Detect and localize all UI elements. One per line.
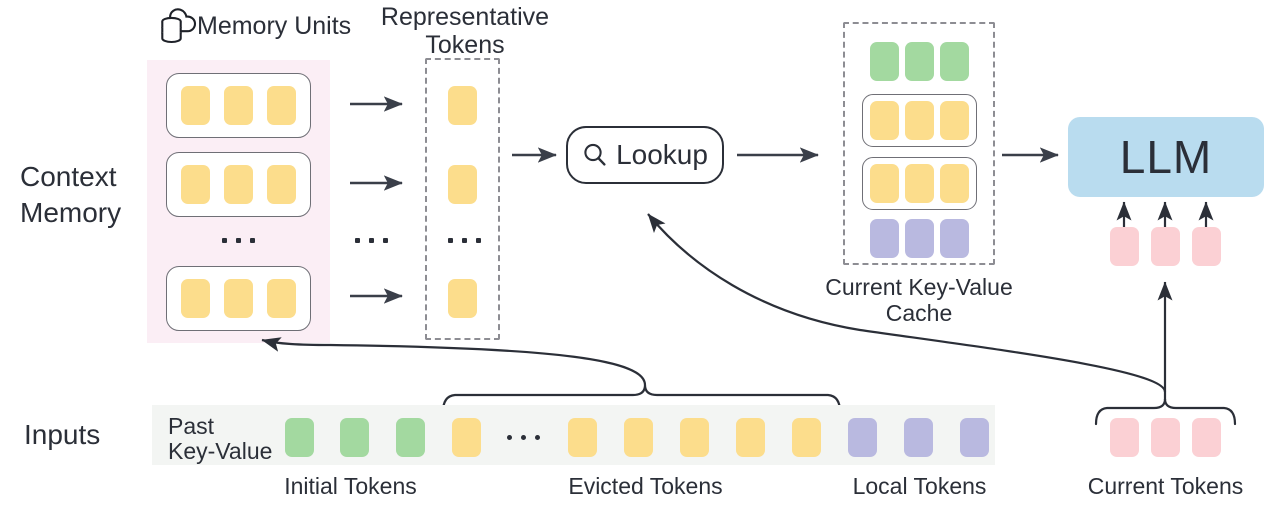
input-initial-token-2: [340, 418, 369, 457]
input-evicted-token-3: [624, 418, 653, 457]
input-evicted-token-6: [792, 418, 821, 457]
kv-row-3-token-3: [940, 164, 969, 203]
input-local-token-3: [960, 418, 989, 457]
current-kv-cache-label-line2: Cache: [885, 300, 953, 326]
kv-row-4-token-2: [905, 219, 934, 258]
lookup-label: Lookup: [616, 139, 708, 170]
memory-units-ellipsis: [222, 238, 255, 243]
input-evicted-ellipsis: [507, 435, 540, 440]
llm-input-token-3: [1192, 227, 1221, 266]
kv-row-2-token-1: [870, 101, 899, 140]
input-initial-token-3: [396, 418, 425, 457]
current-token-3: [1192, 418, 1221, 457]
kv-row-1-token-1: [870, 42, 899, 81]
representative-token-1: [448, 86, 477, 125]
input-evicted-token-4: [680, 418, 709, 457]
input-evicted-token-2: [568, 418, 597, 457]
kv-row-1-token-2: [905, 42, 934, 81]
memory-units-label: Memory Units: [197, 12, 352, 40]
kv-row-2-token-2: [905, 101, 934, 140]
llm-input-token-1: [1110, 227, 1139, 266]
memory-unit-2-token-1: [181, 165, 210, 204]
input-evicted-token-1: [452, 418, 481, 457]
representative-token-2: [448, 165, 477, 204]
current-token-1: [1110, 418, 1139, 457]
memory-unit-2-token-2: [224, 165, 253, 204]
kv-row-3-token-2: [905, 164, 934, 203]
memory-unit-3-token-3: [267, 279, 296, 318]
memory-unit-1-token-1: [181, 86, 210, 125]
input-local-token-1: [848, 418, 877, 457]
past-key-value-label-line2: Key-Value: [168, 438, 273, 464]
llm-input-token-2: [1151, 227, 1180, 266]
caption-current-tokens: Current Tokens: [1087, 473, 1244, 499]
kv-row-4-token-1: [870, 219, 899, 258]
llm-box[interactable]: LLM: [1068, 117, 1264, 197]
context-memory-label-line1: Context: [20, 161, 117, 192]
caption-evicted-tokens: Evicted Tokens: [568, 473, 723, 499]
caption-local-tokens: Local Tokens: [852, 473, 987, 499]
inputs-label: Inputs: [24, 419, 101, 450]
representative-tokens-label-line1: Representative: [380, 3, 550, 31]
current-kv-cache-label-line1: Current Key-Value: [825, 274, 1013, 300]
kv-row-4-token-3: [940, 219, 969, 258]
memory-unit-1-token-3: [267, 86, 296, 125]
llm-label: LLM: [1119, 131, 1213, 183]
memory-unit-2-token-3: [267, 165, 296, 204]
representative-tokens-label-line2: Tokens: [425, 31, 505, 59]
input-local-token-2: [904, 418, 933, 457]
input-initial-token-1: [285, 418, 314, 457]
current-token-2: [1151, 418, 1180, 457]
cloud-database-icon: [161, 8, 197, 44]
past-key-value-label-line1: Past: [168, 413, 215, 439]
input-evicted-token-5: [736, 418, 765, 457]
representative-token-3: [448, 279, 477, 318]
representative-tokens-box: [425, 58, 500, 340]
memory-unit-3-token-2: [224, 279, 253, 318]
lookup-button[interactable]: Lookup: [566, 126, 724, 184]
context-memory-label-line2: Memory: [20, 197, 122, 228]
search-icon: [584, 143, 606, 166]
memory-unit-3-token-1: [181, 279, 210, 318]
current-kv-cache-box: [843, 22, 995, 265]
memory-unit-1-token-2: [224, 86, 253, 125]
kv-row-3-token-1: [870, 164, 899, 203]
kv-row-2-token-3: [940, 101, 969, 140]
caption-initial-tokens: Initial Tokens: [284, 473, 417, 499]
arrows-ellipsis: [355, 238, 388, 243]
representative-tokens-ellipsis: [448, 238, 481, 243]
kv-row-1-token-3: [940, 42, 969, 81]
